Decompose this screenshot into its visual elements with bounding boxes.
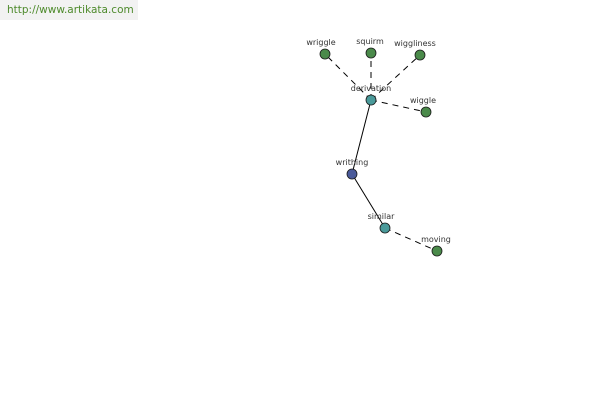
node-writhing[interactable]: writhing	[336, 158, 369, 180]
node-label-derivation[interactable]: derivation	[351, 84, 391, 93]
edge-writhing-similar	[351, 173, 386, 229]
node-wiggle[interactable]: wiggle	[410, 96, 436, 118]
edge-derivation-wiggliness	[370, 54, 421, 101]
edge-similar-moving	[384, 227, 438, 252]
nodes-layer: writhing derivation similar wriggle squirm wi…	[306, 37, 451, 257]
node-circle-wriggle[interactable]	[319, 48, 331, 60]
node-wriggle[interactable]: wriggle	[306, 38, 336, 60]
node-label-writhing[interactable]: writhing	[336, 158, 369, 167]
node-derivation[interactable]: derivation	[351, 84, 391, 106]
node-label-wiggle[interactable]: wiggle	[410, 96, 436, 105]
edge-derivation-wiggle	[370, 99, 427, 113]
node-label-wriggle[interactable]: wriggle	[306, 38, 335, 47]
node-label-similar[interactable]: similar	[368, 212, 396, 221]
node-label-squirm[interactable]: squirm	[356, 37, 384, 46]
url-banner[interactable]: http://www.artikata.com	[0, 0, 138, 20]
node-circle-squirm[interactable]	[365, 47, 377, 59]
node-similar[interactable]: similar	[368, 212, 396, 234]
node-squirm[interactable]: squirm	[356, 37, 384, 59]
node-circle-wiggliness[interactable]	[414, 49, 426, 61]
edge-derivation-wriggle	[324, 53, 372, 101]
node-circle-similar[interactable]	[379, 222, 391, 234]
node-circle-wiggle[interactable]	[420, 106, 432, 118]
node-circle-derivation[interactable]	[365, 94, 377, 106]
node-moving[interactable]: moving	[421, 235, 451, 257]
url-banner-text[interactable]: http://www.artikata.com	[7, 4, 134, 16]
edge-writhing-derivation	[351, 99, 372, 175]
node-circle-writhing[interactable]	[346, 168, 358, 180]
node-label-wiggliness[interactable]: wiggliness	[394, 39, 436, 48]
node-wiggliness[interactable]: wiggliness	[394, 39, 436, 61]
node-label-moving[interactable]: moving	[421, 235, 451, 244]
node-circle-moving[interactable]	[431, 245, 443, 257]
edges-layer	[324, 53, 438, 252]
